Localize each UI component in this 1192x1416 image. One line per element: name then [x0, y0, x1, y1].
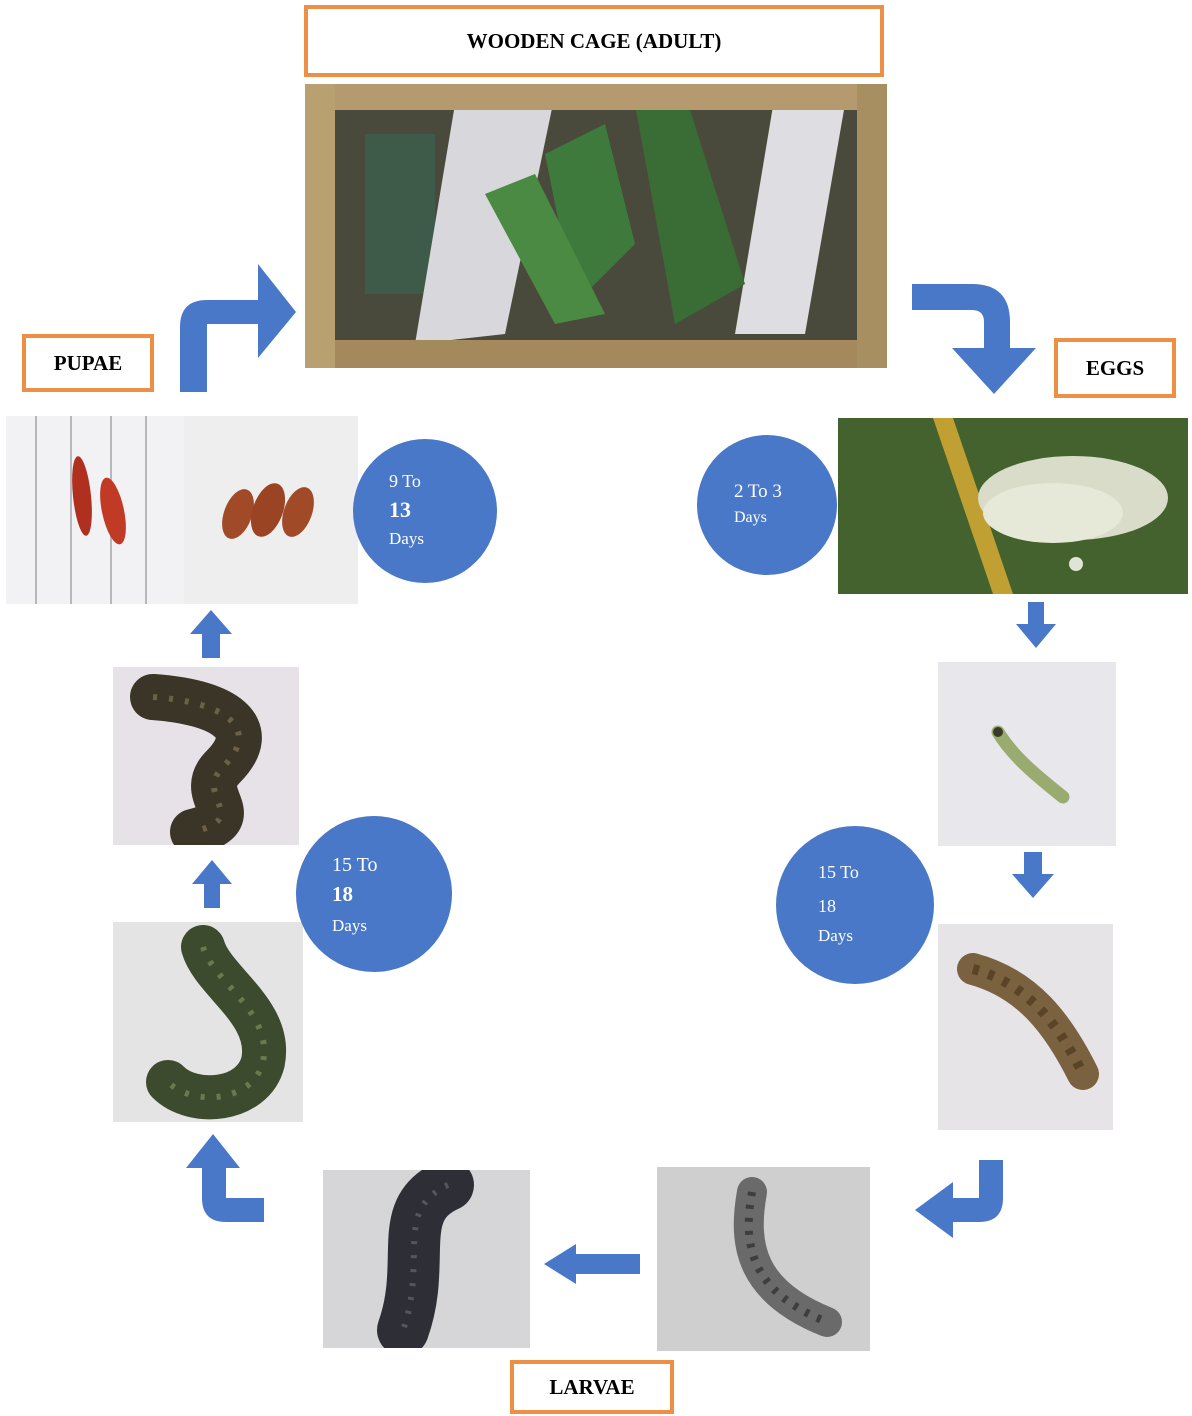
wooden-cage-photo [305, 84, 887, 368]
young-larva-photo [938, 662, 1116, 846]
brown-larva-photo [938, 924, 1113, 1130]
larvae-right-duration-circle: 15 To 18 Days [776, 826, 934, 984]
up-arrow-left-larvae [192, 860, 232, 908]
bent-arrow-adult-to-eggs [910, 280, 1040, 396]
larvae-right-duration-unit: Days [818, 926, 853, 946]
pupae-stage-text: PUPAE [54, 351, 122, 376]
larvae-right-duration-to: 18 [818, 896, 836, 917]
eggs-duration-circle: 2 To 3 Days [697, 435, 837, 575]
bent-arrow-pupae-to-adult [170, 262, 300, 394]
pupae-photo [6, 416, 358, 604]
up-arrow-larva-to-pupae [190, 610, 232, 658]
large-larva-photo [113, 922, 303, 1122]
dark-larva-photo [323, 1170, 530, 1348]
mature-larva-photo [113, 667, 299, 845]
bent-arrow-bottom-to-left-larva [186, 1132, 266, 1224]
pupae-duration-from: 9 To [389, 471, 421, 492]
pupae-duration-unit: Days [389, 529, 424, 549]
eggs-stage-text: EGGS [1086, 356, 1144, 381]
larvae-left-duration-from: 15 To [332, 854, 377, 877]
eggs-duration-unit: Days [734, 509, 767, 527]
larvae-left-duration-unit: Days [332, 916, 367, 936]
adult-stage-text: WOODEN CAGE (ADULT) [467, 29, 722, 54]
eggs-duration-range: 2 To 3 [734, 481, 782, 503]
eggs-photo [838, 418, 1188, 594]
larvae-stage-text: LARVAE [549, 1375, 634, 1400]
larvae-left-duration-circle: 15 To 18 Days [296, 816, 452, 972]
down-arrow-larva-to-brown-larva [1012, 852, 1054, 898]
pupae-duration-circle: 9 To 13 Days [353, 439, 497, 583]
larvae-left-duration-to: 18 [332, 882, 353, 907]
bent-arrow-right-larva-to-bottom [913, 1158, 1005, 1240]
pupae-duration-to: 13 [389, 497, 411, 523]
eggs-stage-label: EGGS [1054, 338, 1176, 398]
larvae-right-duration-from: 15 To [818, 862, 859, 883]
down-arrow-eggs-to-larva [1016, 602, 1056, 648]
larvae-stage-label: LARVAE [510, 1360, 674, 1414]
adult-stage-label: WOODEN CAGE (ADULT) [304, 5, 884, 77]
pupae-stage-label: PUPAE [22, 334, 154, 392]
grey-larva-photo [657, 1167, 870, 1351]
left-arrow-bottom-larvae [544, 1244, 640, 1284]
